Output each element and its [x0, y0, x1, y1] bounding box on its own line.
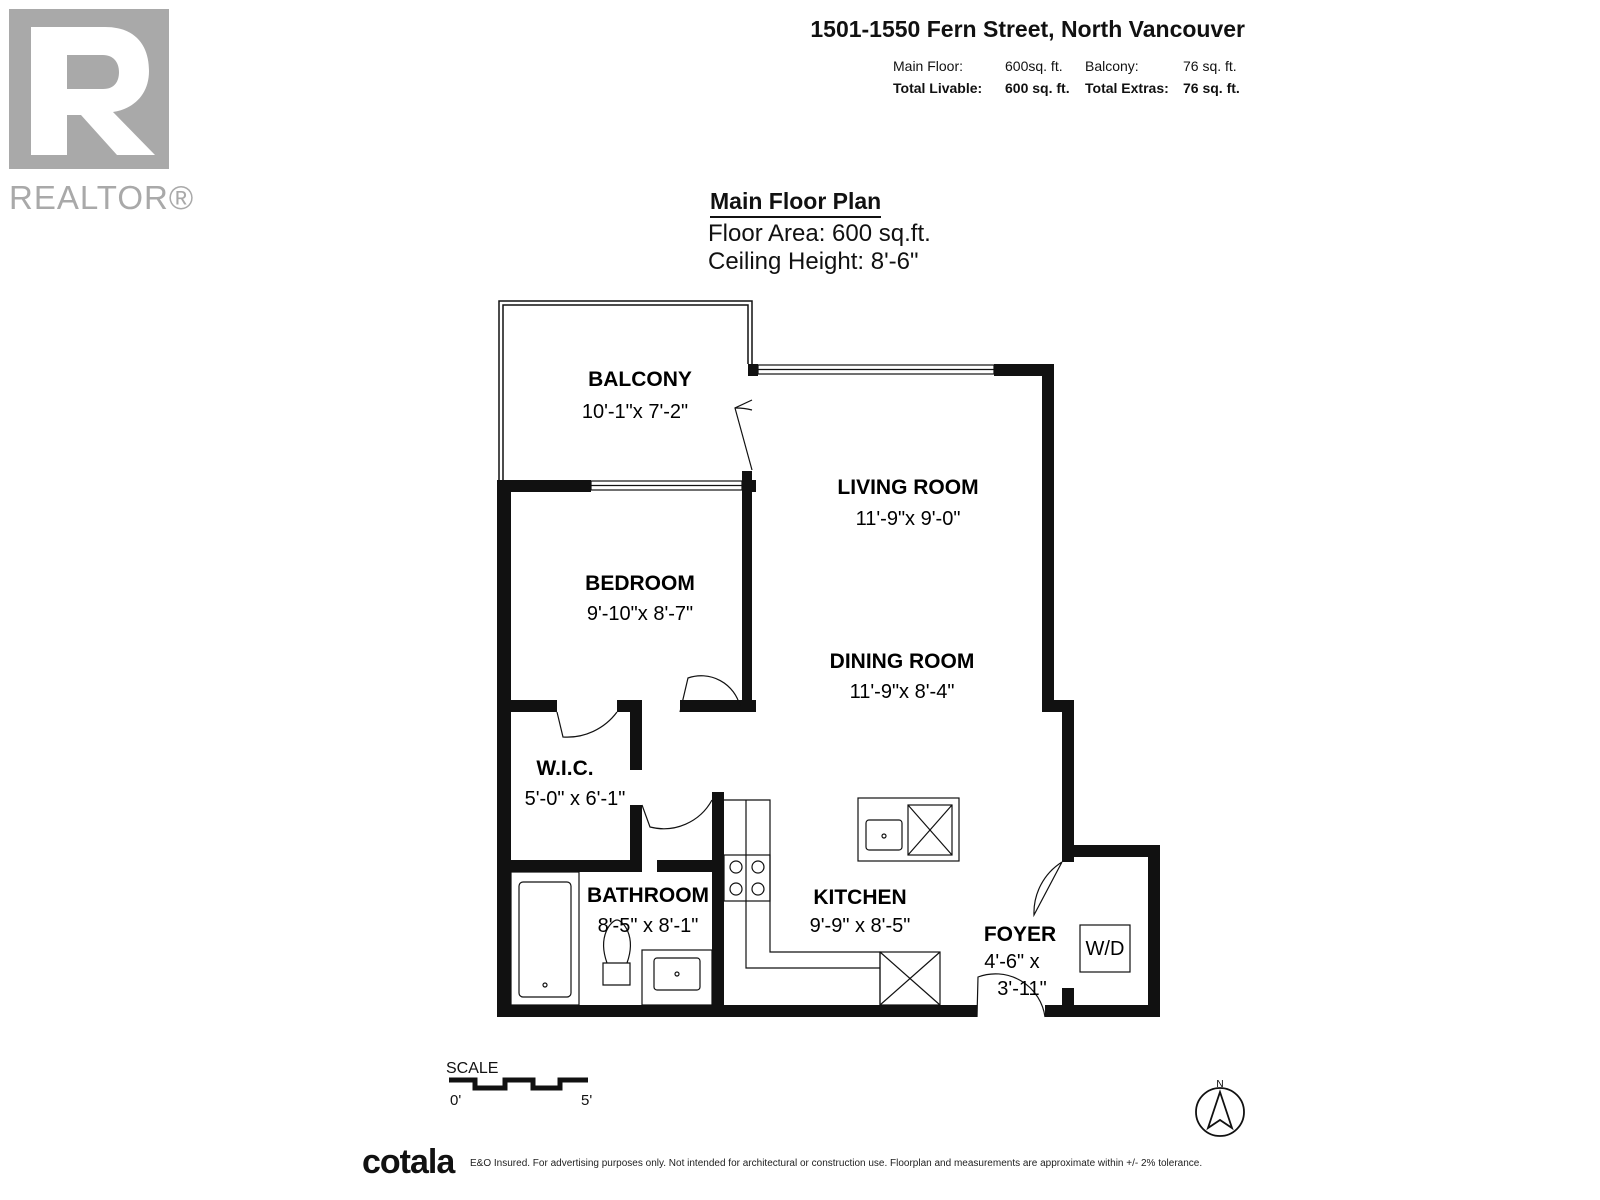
kitchen-counters [723, 797, 960, 1006]
bathroom-label: BATHROOM [587, 884, 709, 907]
dining-room-dims: 11'-9"x 8'-4" [850, 681, 955, 703]
balcony-outline [498, 300, 753, 480]
compass-north-label: N [1216, 1079, 1223, 1090]
kitchen-dims: 9'-9" x 8'-5" [810, 915, 911, 937]
balcony-dims: 10'-1"x 7'-2" [582, 401, 688, 423]
scale-bar [449, 1077, 588, 1091]
cotala-brand: cotala [362, 1143, 455, 1181]
disclaimer: E&O Insured. For advertising purposes on… [470, 1158, 1203, 1169]
laundry [1079, 924, 1131, 973]
main-floor-label: Main Floor: [893, 58, 964, 74]
property-address: 1501-1550 Fern Street, North Vancouver [810, 16, 1245, 42]
balcony-area-value: 76 sq. ft. [1183, 58, 1237, 74]
walls [497, 364, 1160, 1017]
kitchen-label: KITCHEN [813, 886, 906, 909]
main-floor-value: 600sq. ft. [1005, 58, 1063, 74]
scale-end-label: 5' [581, 1092, 593, 1109]
realtor-logo-text: REALTOR® [9, 179, 195, 216]
washer-dryer-label: W/D [1086, 938, 1125, 960]
scale-start-label: 0' [450, 1092, 462, 1109]
wic-dims: 5'-0" x 6'-1" [525, 788, 626, 810]
total-extras-value: 76 sq. ft. [1183, 80, 1240, 96]
realtor-logo: REALTOR® [9, 9, 193, 216]
balcony-area-label: Balcony: [1085, 58, 1139, 74]
bathroom-dims: 8'-5" x 8'-1" [598, 915, 699, 937]
bedroom-label: BEDROOM [585, 572, 695, 595]
total-livable-value: 600 sq. ft. [1005, 80, 1070, 96]
compass-icon [1195, 1087, 1245, 1137]
floor-area: Floor Area: 600 sq.ft. [708, 220, 931, 247]
windows [590, 364, 995, 491]
foyer-dims-depth: 3'-11" [997, 978, 1046, 1000]
bedroom-dims: 9'-10"x 8'-7" [587, 603, 693, 625]
balcony-label: BALCONY [588, 368, 692, 391]
realtor-logo-mark [9, 9, 169, 169]
doors [556, 399, 1063, 1018]
bathroom-fixtures [510, 871, 713, 1006]
dining-room-label: DINING ROOM [830, 650, 975, 673]
living-room-label: LIVING ROOM [837, 476, 978, 499]
ceiling-height: Ceiling Height: 8'-6" [708, 248, 919, 275]
foyer-dims-width: 4'-6" x [984, 951, 1039, 973]
living-room-dims: 11'-9"x 9'-0" [856, 508, 961, 530]
wic-label: W.I.C. [536, 757, 593, 780]
total-livable-label: Total Livable: [893, 80, 983, 96]
plan-title: Main Floor Plan [710, 188, 882, 218]
total-extras-label: Total Extras: [1085, 80, 1169, 96]
scale-label: SCALE [446, 1060, 499, 1077]
foyer-label: FOYER [984, 923, 1056, 946]
